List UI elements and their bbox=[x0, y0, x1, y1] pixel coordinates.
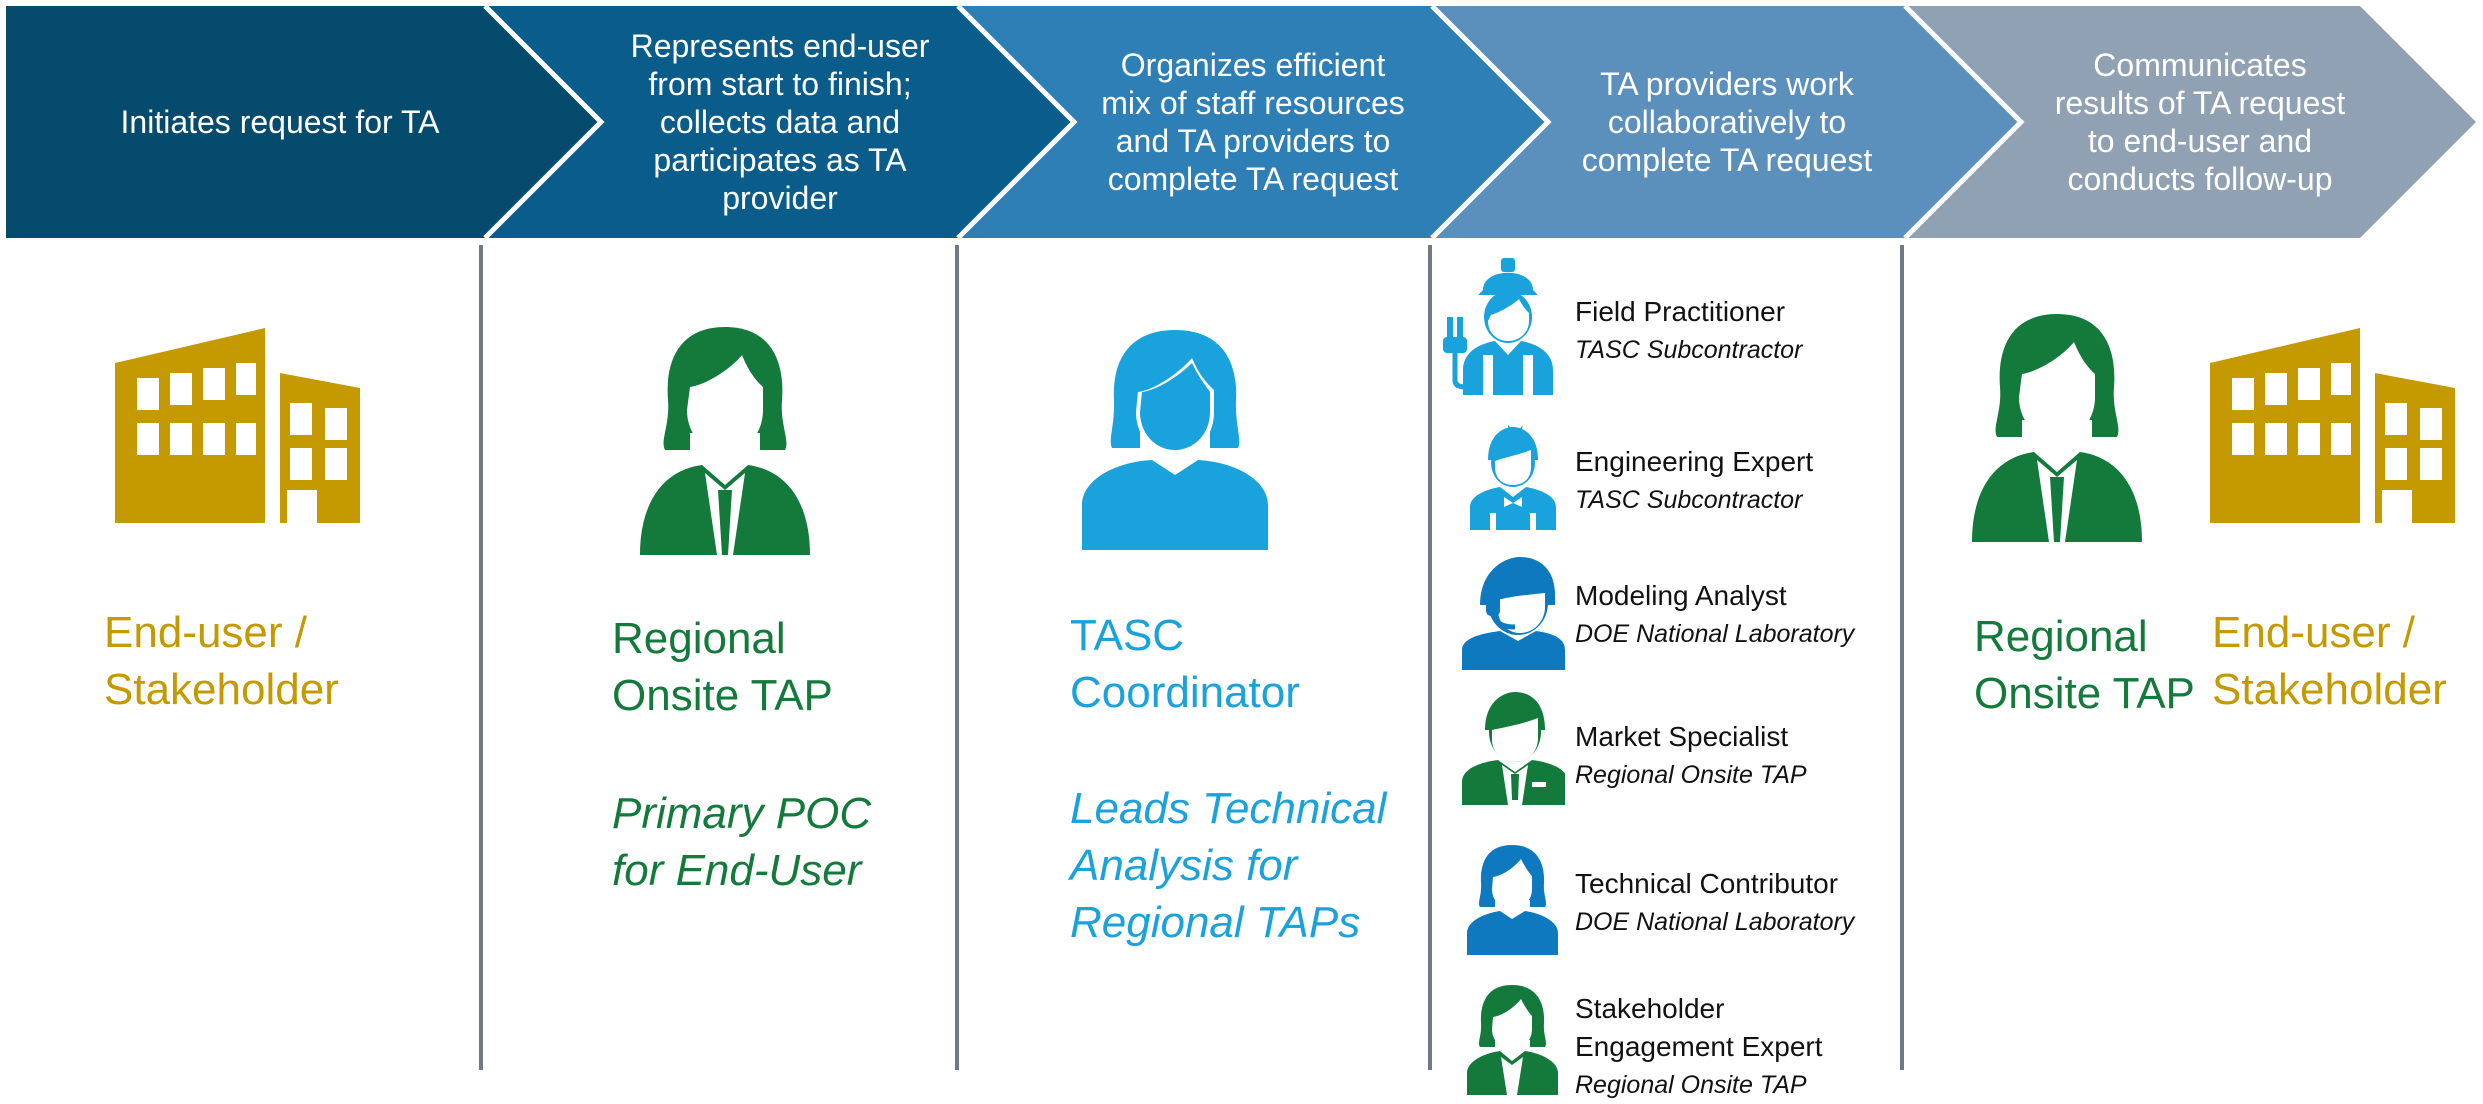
column-divider-4 bbox=[1900, 245, 1904, 1070]
chevron-step-2 bbox=[485, 6, 1074, 238]
building-icon bbox=[2210, 328, 2455, 523]
woman-icon bbox=[1082, 330, 1268, 550]
chevron-step-2-text: Represents end-user from start to finish… bbox=[630, 28, 930, 216]
role-org: Regional Onsite TAP bbox=[1575, 761, 1807, 789]
chevron-step-1 bbox=[6, 6, 601, 238]
column-divider-2 bbox=[955, 245, 959, 1070]
role-title: Market Specialist bbox=[1575, 721, 1789, 752]
role-technical-contributor: Technical Contributor DOE National Labor… bbox=[1575, 865, 1854, 941]
role-stakeholder-engagement-expert: Stakeholder Engagement Expert Regional O… bbox=[1575, 990, 1823, 1104]
role-field-practitioner: Field Practitioner TASC Subcontractor bbox=[1575, 293, 1802, 369]
role-org: TASC Subcontractor bbox=[1575, 486, 1803, 514]
chevron-step-4-text: TA providers work collaboratively to com… bbox=[1581, 66, 1873, 178]
tasc-coordinator-label: TASC Coordinator bbox=[1070, 611, 1300, 717]
role-org: Regional Onsite TAP bbox=[1575, 1071, 1807, 1099]
chevron-step-3-text: Organizes efficient mix of staff resourc… bbox=[1101, 47, 1405, 197]
role-title: Engineering Expert bbox=[1575, 446, 1814, 477]
chevron-step-5 bbox=[1905, 6, 2476, 238]
role-title: Technical Contributor bbox=[1575, 868, 1839, 899]
role-title: Modeling Analyst bbox=[1575, 580, 1787, 611]
role-modeling-analyst: Modeling Analyst DOE National Laboratory bbox=[1575, 577, 1854, 653]
headset-analyst-icon bbox=[1462, 557, 1565, 670]
woman-icon bbox=[1972, 314, 2142, 542]
woman-icon bbox=[1467, 845, 1558, 955]
woman-icon bbox=[1467, 985, 1558, 1095]
chevron-step-1-text: Initiates request for TA bbox=[120, 104, 440, 140]
engineer-icon bbox=[1470, 425, 1556, 530]
primary-poc-text: Primary POC for End-User bbox=[612, 789, 872, 895]
leads-technical-analysis-text: Leads Technical Analysis for Regional TA… bbox=[1070, 784, 1387, 947]
role-org: DOE National Laboratory bbox=[1575, 908, 1855, 936]
regional-onsite-tap-label-right: Regional Onsite TAP bbox=[1974, 612, 2195, 718]
role-title: Field Practitioner bbox=[1575, 296, 1786, 327]
man-tie-icon bbox=[1462, 692, 1565, 805]
end-user-stakeholder-label-right: End-user / Stakeholder bbox=[2212, 608, 2447, 714]
woman-icon bbox=[640, 327, 810, 555]
chevron-step-4 bbox=[1432, 6, 2021, 238]
chevron-step-5-text: Communicates results of TA request to en… bbox=[2054, 47, 2346, 197]
process-chevron-banner bbox=[6, 4, 2476, 240]
role-market-specialist: Market Specialist Regional Onsite TAP bbox=[1575, 718, 1807, 794]
role-engineering-expert: Engineering Expert TASC Subcontractor bbox=[1575, 443, 1813, 519]
role-org: TASC Subcontractor bbox=[1575, 336, 1803, 364]
role-title: Stakeholder Engagement Expert bbox=[1575, 993, 1823, 1062]
end-user-stakeholder-label: End-user / Stakeholder bbox=[104, 608, 339, 714]
building-icon bbox=[115, 328, 360, 523]
column-divider-3 bbox=[1428, 245, 1432, 1070]
column-divider-1 bbox=[479, 245, 483, 1070]
field-worker-icon bbox=[1443, 258, 1553, 395]
regional-onsite-tap-label: Regional Onsite TAP bbox=[612, 614, 833, 720]
role-org: DOE National Laboratory bbox=[1575, 620, 1855, 648]
chevron-step-3 bbox=[958, 6, 1548, 238]
